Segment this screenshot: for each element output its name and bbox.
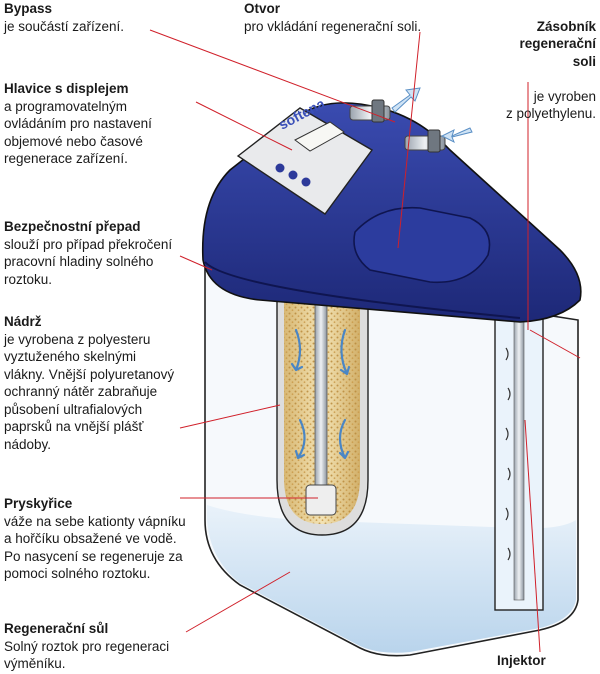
distributor-tube: [314, 289, 328, 491]
label-prepad: Bezpečnostní přepad slouží pro případ př…: [4, 218, 172, 288]
label-otvor: Otvor pro vkládání regenerační soli.: [244, 0, 421, 35]
leader-sul: [185, 571, 291, 633]
distributor-screen: [305, 484, 337, 516]
label-bypass-desc: je součástí zařízení.: [4, 18, 125, 34]
label-bypass-title: Bypass: [4, 1, 53, 16]
leader-hlavice: [195, 101, 293, 151]
label-hlavice-title: Hlavice s displejem: [4, 81, 129, 96]
leader-prepad: [179, 255, 213, 271]
leader-zasobnik2: [529, 329, 581, 359]
salt-lid-hatch: [353, 206, 491, 284]
label-sul-title: Regenerační sůl: [4, 621, 109, 636]
label-prepad-desc: slouží pro případ překročení pracovní hl…: [4, 236, 173, 287]
label-zasobnik: Zásobník regenerační soli je vyroben z p…: [506, 0, 596, 140]
leader-injektor: [524, 419, 541, 653]
brine-solution: [207, 505, 576, 653]
label-otvor-title: Otvor: [244, 1, 281, 16]
label-zasobnik-desc: je vyroben z polyethylenu.: [505, 88, 596, 122]
leader-nadrz: [179, 404, 281, 429]
label-nadrz: Nádrž je vyrobena z polyesteru vyztužené…: [4, 313, 174, 453]
leader-bypass: [149, 29, 396, 123]
label-otvor-desc: pro vkládání regenerační soli.: [244, 18, 422, 34]
label-sul: Regenerační sůl Solný roztok pro regener…: [4, 620, 169, 673]
label-zasobnik-title: Zásobník regenerační soli: [519, 18, 596, 69]
label-pryskyrice: Pryskyřice váže na sebe kationty vápníku…: [4, 495, 186, 583]
brine-well: [494, 299, 544, 611]
leader-lines: [149, 29, 581, 653]
label-bypass: Bypass je součástí zařízení.: [4, 0, 124, 35]
label-hlavice: Hlavice s displejem a programovatelným o…: [4, 80, 152, 168]
label-pryskyrice-desc: váže na sebe kationty vápníku a hořčíku …: [4, 513, 186, 582]
leader-otvor: [397, 31, 421, 249]
label-sul-desc: Solný roztok pro regeneraci výměníku.: [4, 638, 170, 672]
label-injektor: Injektor: [497, 652, 546, 670]
label-hlavice-desc: a programovatelným ovládáním pro nastave…: [4, 98, 152, 167]
label-pryskyrice-title: Pryskyřice: [4, 496, 73, 511]
resin-column: [276, 289, 369, 536]
flow-arrow-icon: [391, 87, 473, 144]
label-nadrz-title: Nádrž: [4, 314, 42, 329]
label-injektor-title: Injektor: [497, 653, 546, 668]
label-nadrz-desc: je vyrobena z polyesteru vyztuženého ske…: [4, 331, 175, 452]
label-prepad-title: Bezpečnostní přepad: [4, 219, 141, 234]
